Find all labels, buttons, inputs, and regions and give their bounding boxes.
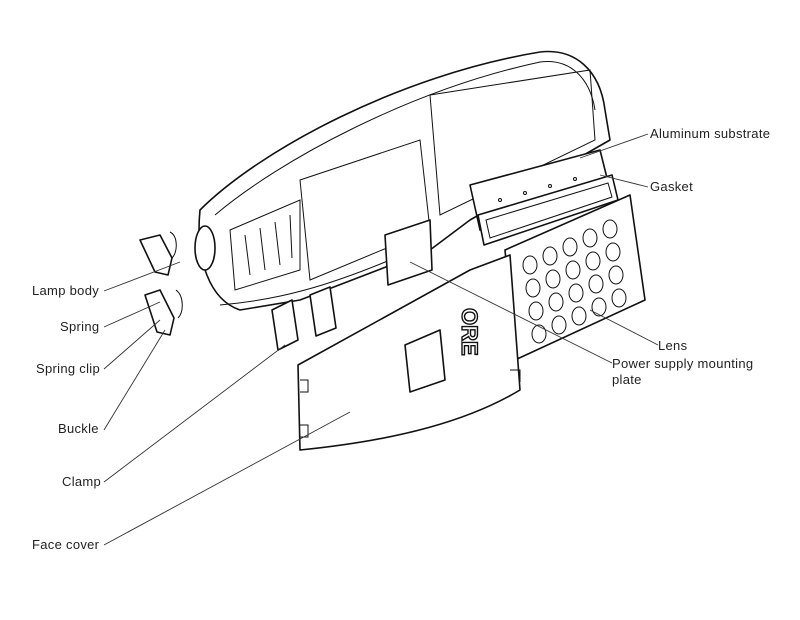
label-gasket: Gasket	[650, 179, 693, 194]
buckle-part	[139, 234, 175, 336]
lens-part	[504, 194, 646, 361]
power-supply-plate-part	[384, 219, 433, 286]
label-power-supply-line1: Power supply mounting	[612, 356, 754, 371]
label-clamp: Clamp	[62, 474, 102, 489]
label-lens: Lens	[658, 338, 688, 353]
label-spring: Spring	[60, 319, 100, 334]
label-lamp-body: Lamp body	[32, 283, 100, 298]
brand-mark: ORE	[457, 308, 482, 356]
label-buckle: Buckle	[58, 421, 99, 436]
spring-part	[169, 231, 183, 319]
label-power-supply-line2: plate	[612, 372, 642, 387]
leader-lines	[103, 133, 659, 546]
label-face-cover: Face cover	[32, 537, 100, 552]
face-cover-part: ORE	[297, 254, 521, 451]
label-aluminum-substrate: Aluminum substrate	[650, 126, 771, 141]
clamp-part	[271, 299, 299, 351]
label-spring-clip: Spring clip	[36, 361, 100, 376]
